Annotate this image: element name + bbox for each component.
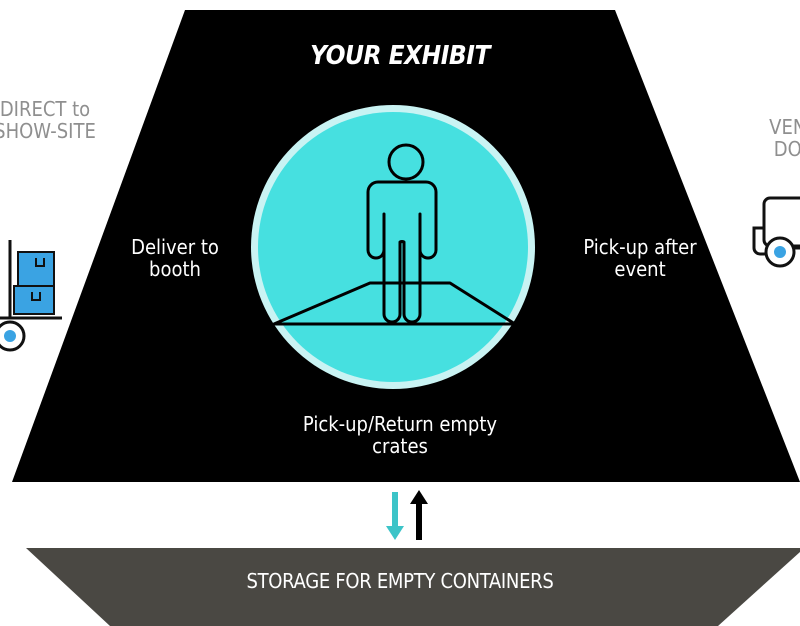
exhibit-title: YOUR EXHIBIT — [310, 41, 490, 71]
person-on-platform-icon — [272, 143, 517, 326]
storage-band — [26, 548, 800, 626]
storage-label: STORAGE FOR EMPTY CONTAINERS — [246, 569, 554, 593]
direct-to-showsite-label: DIRECT to SHOW-SITE — [0, 97, 96, 143]
venue-dock-label: VENUE DOCK — [769, 115, 800, 161]
pickup-return-crates-label: Pick-up/Return empty crates — [302, 412, 498, 458]
up-down-arrows-icon — [386, 490, 428, 540]
exhibit-circle — [258, 112, 528, 382]
hand-truck-with-boxes-icon — [0, 240, 62, 352]
deliver-to-booth-label: Deliver to booth — [131, 235, 219, 281]
pickup-after-event-label: Pick-up after event — [583, 235, 697, 281]
forklift-icon — [752, 196, 800, 268]
